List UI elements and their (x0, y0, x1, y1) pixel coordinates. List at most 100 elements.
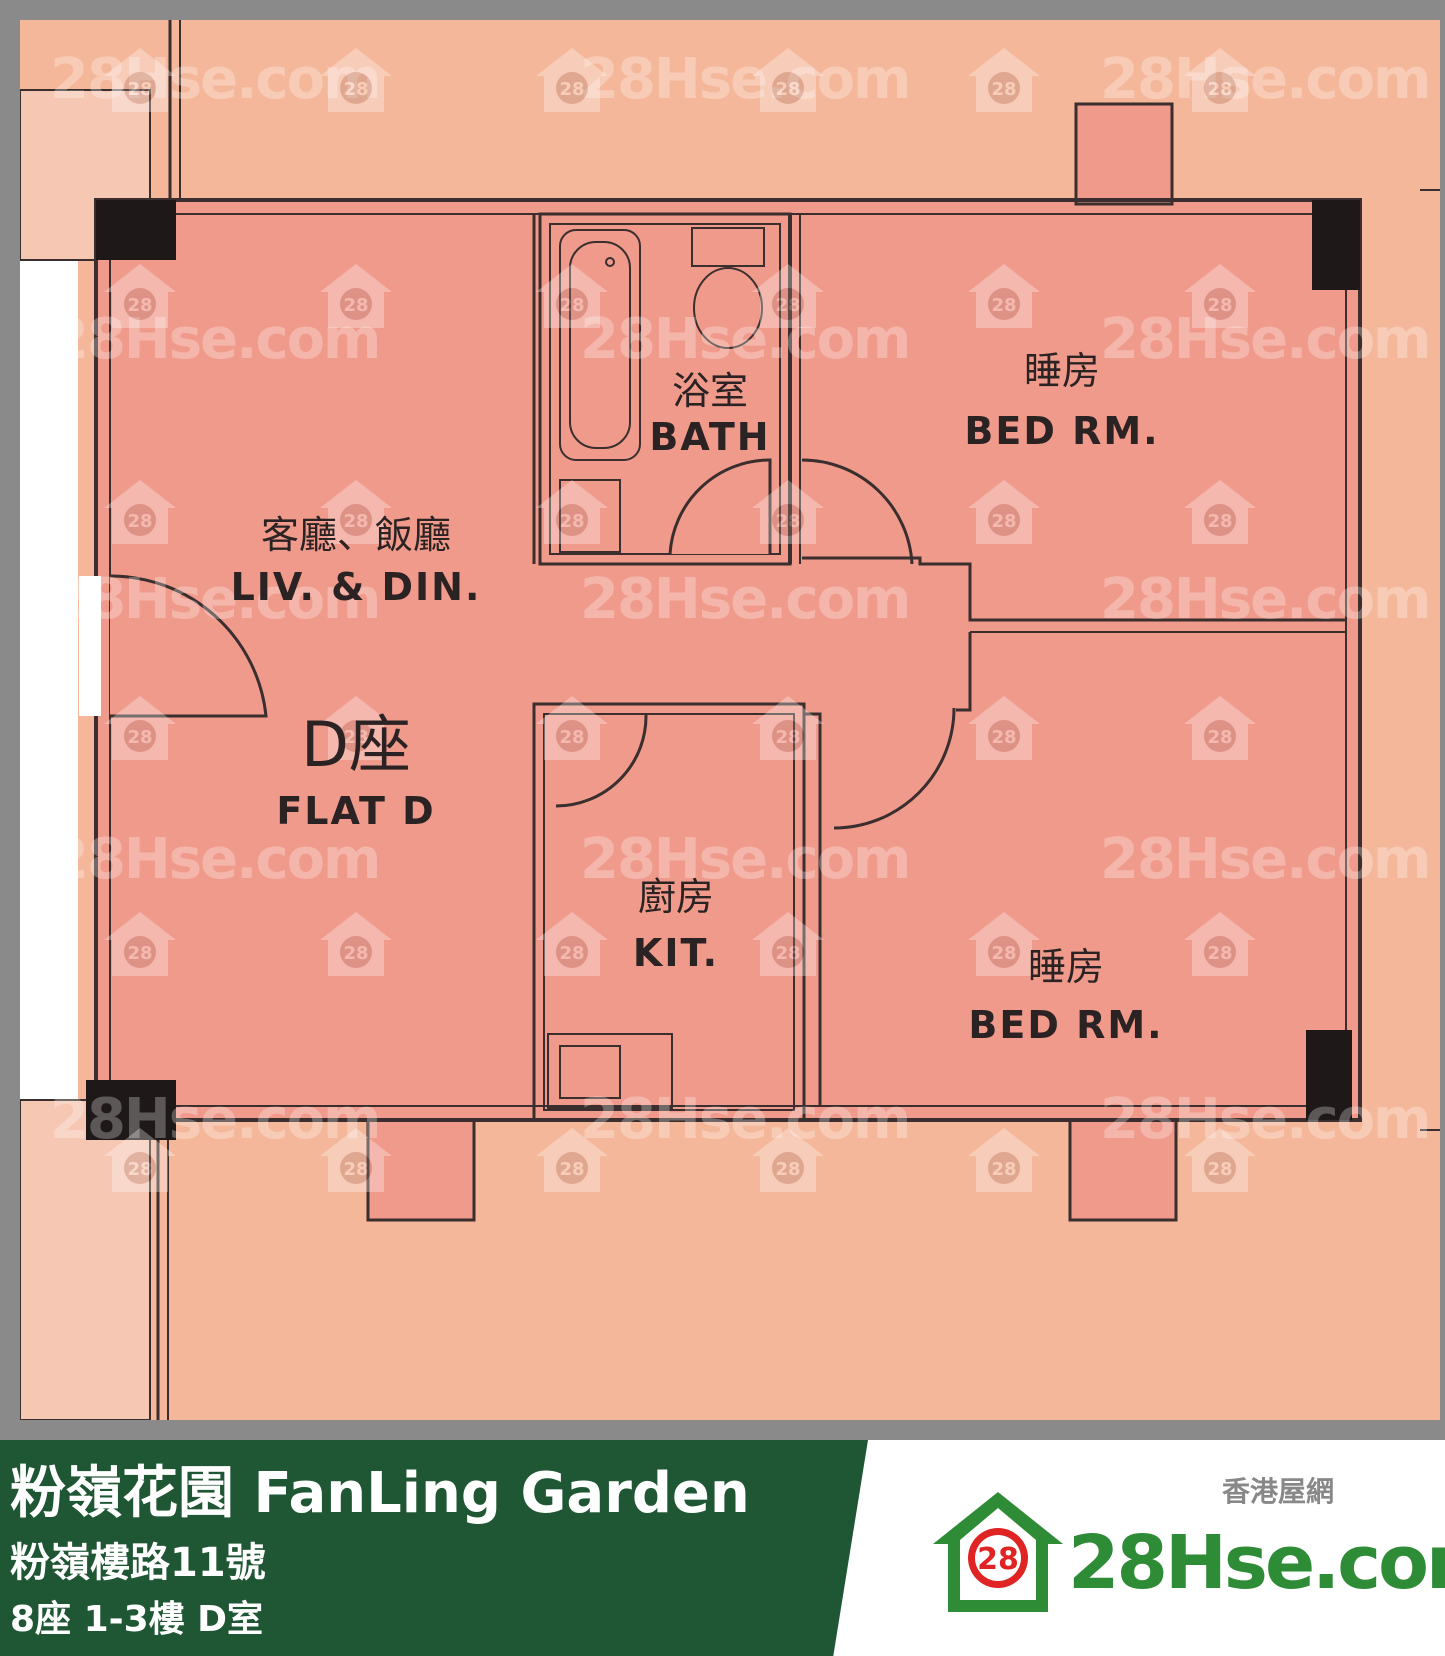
watermark-text: 28Hse.com (580, 47, 909, 112)
watermark-text: 28Hse.com (1100, 307, 1429, 372)
watermark-house-icon: 28 (968, 912, 1040, 976)
watermark-text: 28Hse.com (50, 307, 379, 372)
watermark-house-icon: 28 (968, 48, 1040, 112)
flat-label-en: FLAT D (276, 789, 435, 833)
watermark-house-icon: 28 (104, 264, 176, 328)
column (1306, 1030, 1352, 1120)
watermark-badge-text: 28 (991, 79, 1016, 100)
bath-label-en: BATH (649, 415, 770, 459)
watermark-house-icon: 28 (320, 480, 392, 544)
watermark-house-icon: 28 (1184, 1128, 1256, 1192)
watermark-text: 28Hse.com (580, 1087, 909, 1152)
watermark-badge-text: 28 (127, 511, 152, 532)
watermark-house-icon: 28 (320, 912, 392, 976)
bath-label-zh: 浴室 (672, 369, 748, 413)
living-label-en: LIV. & DIN. (231, 565, 482, 609)
bath-wall-inner (549, 223, 781, 555)
watermark-house-icon: 28 (968, 480, 1040, 544)
watermark-badge-text: 28 (1207, 79, 1232, 100)
basin (559, 479, 621, 553)
watermark-badge-text: 28 (559, 295, 584, 316)
flat-label-zh: D座 (301, 708, 411, 781)
watermark-house-icon: 28 (1184, 912, 1256, 976)
bedroom-top-wall (802, 556, 1346, 622)
bed-top-label-zh: 睡房 (1024, 349, 1100, 393)
kitchen-wall (532, 702, 806, 1122)
bed-top-label-en: BED RM. (964, 409, 1159, 453)
floor-plan: 28Hse.com 28Hse.com 28Hse.com 28Hse.com … (20, 20, 1440, 1420)
watermark-badge-text: 28 (775, 1159, 800, 1180)
watermark-badge-text: 28 (775, 295, 800, 316)
watermark-badge-text: 28 (775, 79, 800, 100)
toilet-bowl (693, 267, 763, 349)
neighbour-unit-bottom (20, 1099, 151, 1420)
watermark-house-icon: 28 (536, 1128, 608, 1192)
column (86, 1080, 176, 1140)
watermark-house-icon: 28 (752, 696, 824, 760)
kitchen-wall-inner (543, 713, 795, 1111)
bed-bottom-label-zh: 睡房 (1028, 945, 1104, 989)
watermark-badge-text: 28 (559, 1159, 584, 1180)
house-logo-icon: 28 (933, 1492, 1063, 1612)
column (96, 200, 176, 260)
watermark-badge-text: 28 (127, 1159, 152, 1180)
estate-address: 粉嶺樓路11號 (10, 1540, 266, 1586)
watermark-text: 28Hse.com (580, 307, 909, 372)
bay-window-top (1074, 102, 1174, 206)
kitchen-label-zh: 廚房 (638, 875, 714, 919)
watermark-badge-text: 28 (559, 943, 584, 964)
watermark-badge-text: 28 (127, 295, 152, 316)
watermark-badge-text: 28 (127, 79, 152, 100)
estate-unit: 8座 1-3樓 D室 (10, 1599, 264, 1640)
entrance-door-swing (109, 574, 268, 718)
watermark-text: 28Hse.com (50, 47, 379, 112)
watermark-badge-text: 28 (1207, 511, 1232, 532)
watermark-text: 28Hse.com (1100, 47, 1429, 112)
watermark-house-icon: 28 (752, 48, 824, 112)
brand-name: 28Hse.com (1068, 1520, 1445, 1606)
watermark-house-icon: 28 (536, 48, 608, 112)
bath-door-swing (668, 458, 772, 555)
watermark-badge-text: 28 (991, 727, 1016, 748)
flat-area (96, 200, 1360, 1120)
watermark-house-icon: 28 (536, 264, 608, 328)
watermark-badge-text: 28 (343, 295, 368, 316)
floor-plan-drawing: 28Hse.com 28Hse.com 28Hse.com 28Hse.com … (20, 20, 1440, 1420)
column (1312, 200, 1360, 290)
watermark-text: 28Hse.com (1100, 827, 1429, 892)
watermark-house-icon: 28 (320, 264, 392, 328)
watermark-layer: 28Hse.com 28Hse.com 28Hse.com 28Hse.com … (50, 47, 1431, 1152)
watermark-text: 28Hse.com (50, 567, 379, 632)
watermark-text: 28Hse.com (580, 567, 909, 632)
watermark-house-icon: 28 (1184, 696, 1256, 760)
watermark-house-icon: 28 (1184, 264, 1256, 328)
watermark-badge-text: 28 (991, 1159, 1016, 1180)
watermark-house-icon: 28 (104, 696, 176, 760)
bathtub-inner (569, 241, 631, 449)
watermark-house-icon: 28 (104, 1128, 176, 1192)
watermark-badge-text: 28 (127, 727, 152, 748)
estate-title: 粉嶺花園 FanLing Garden (10, 1461, 750, 1526)
watermark-house-icon: 28 (320, 1128, 392, 1192)
watermark-badge-text: 28 (991, 295, 1016, 316)
watermark-house-icon: 28 (1184, 48, 1256, 112)
drain-icon (605, 257, 615, 267)
watermark-house-icon: 28 (752, 480, 824, 544)
sink (559, 1045, 621, 1099)
estate-info-panel: 粉嶺花園 FanLing Garden 粉嶺樓路11號 8座 1-3樓 D室 (0, 1440, 868, 1656)
watermark-house-icon: 28 (536, 696, 608, 760)
watermark-text: 28Hse.com (580, 827, 909, 892)
watermark-text: 28Hse.com (1100, 567, 1429, 632)
bed-bottom-label-en: BED RM. (968, 1003, 1163, 1047)
watermark-text: 28Hse.com (50, 1087, 379, 1152)
brand-badge: 28 (977, 1542, 1019, 1577)
watermark-house-icon: 28 (320, 696, 392, 760)
watermark-badge-text: 28 (1207, 1159, 1232, 1180)
info-footer: 粉嶺花園 FanLing Garden 粉嶺樓路11號 8座 1-3樓 D室 香… (0, 1440, 1445, 1656)
watermark-badge-text: 28 (1207, 727, 1232, 748)
watermark-house-icon: 28 (320, 48, 392, 112)
watermark-badge-text: 28 (775, 511, 800, 532)
bathtub (559, 229, 641, 461)
watermark-house-icon: 28 (968, 1128, 1040, 1192)
